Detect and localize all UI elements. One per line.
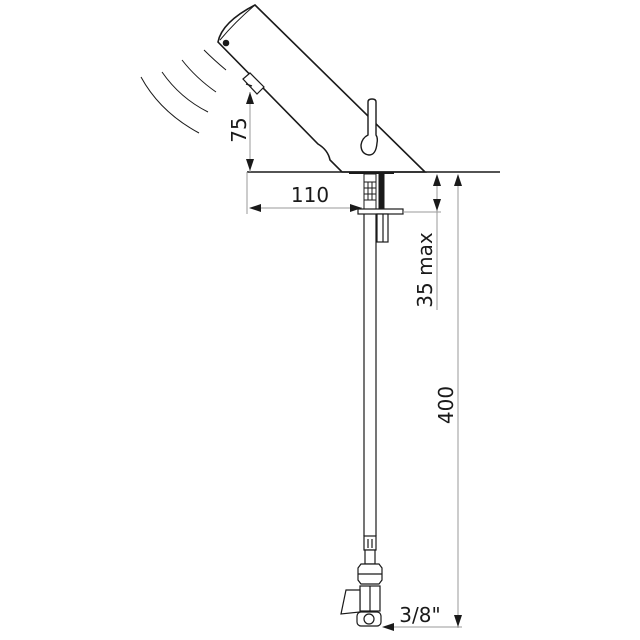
sensor-window: [242, 72, 265, 95]
tap-body: [217, 4, 427, 173]
sensor-waves-icon: [140, 49, 227, 134]
dimension-lines: [246, 92, 462, 628]
tap-base: [349, 172, 394, 174]
flexible-hose: [363, 214, 377, 565]
fixing-plate: [357, 208, 404, 243]
arrowheads: [246, 92, 462, 631]
dim-400: 400: [434, 386, 458, 424]
dim-35-max: 35 max: [413, 232, 437, 308]
dim-3-8-inch: 3/8": [399, 603, 440, 627]
mounting-shank: [363, 173, 385, 210]
dim-110: 110: [291, 183, 329, 207]
dim-75: 75: [227, 117, 251, 142]
temperature-lever: [360, 98, 379, 156]
isolating-valve: [340, 563, 383, 627]
